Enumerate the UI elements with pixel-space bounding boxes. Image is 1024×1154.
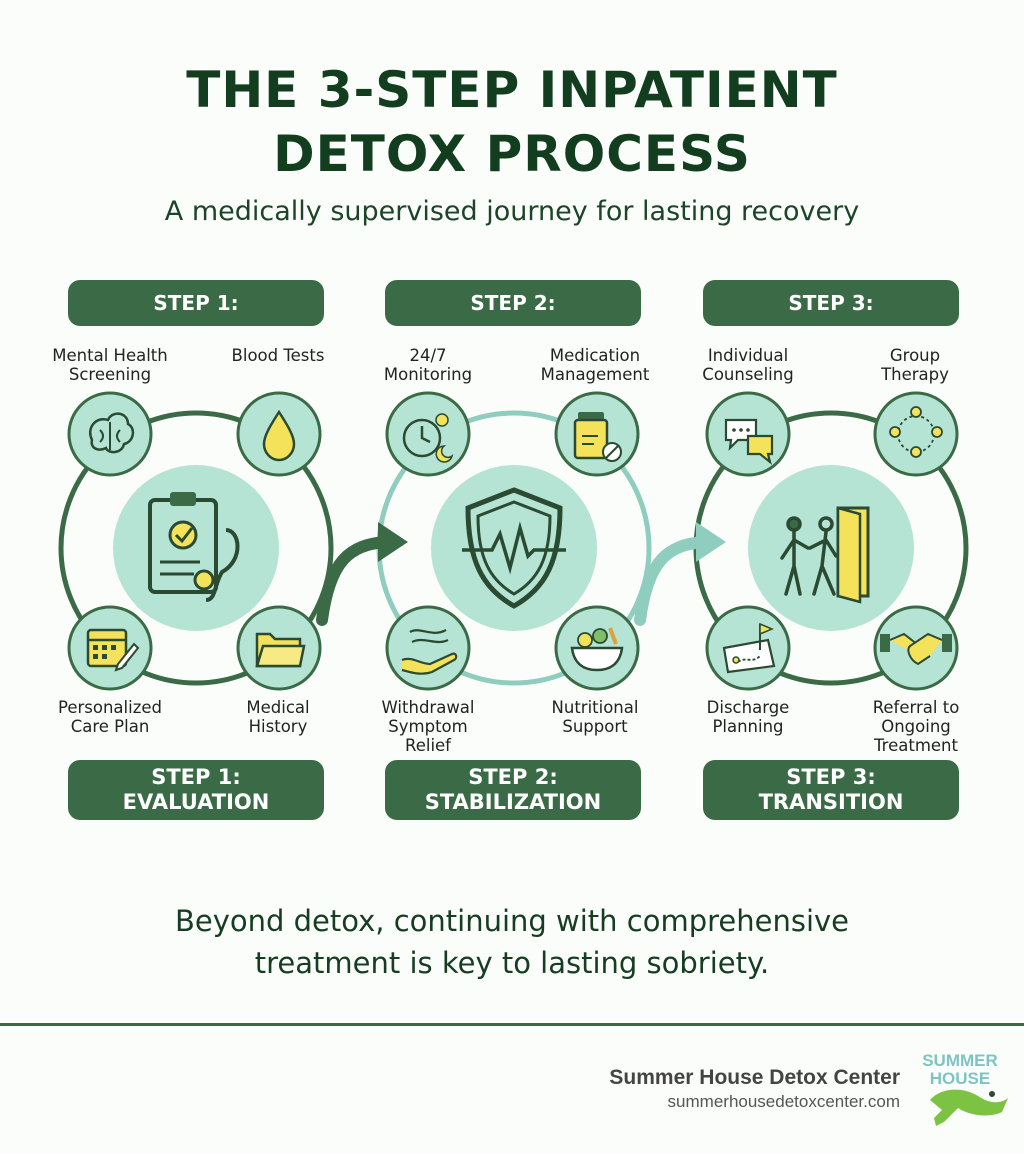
step-1-item-2-label: Blood Tests	[231, 346, 325, 365]
clock-sun-moon-icon	[385, 391, 471, 477]
step-1-item-1-label: Mental Health Screening	[52, 346, 168, 384]
page-title: THE 3-STEP INPATIENT DETOX PROCESS	[0, 58, 1024, 186]
title-line-2: DETOX PROCESS	[273, 125, 751, 183]
arrow-step-2-to-3	[634, 522, 726, 626]
step-1-footer-line-2: EVALUATION	[122, 790, 270, 814]
step-1-item-4-label: Medical History	[246, 698, 310, 736]
food-bowl-icon	[554, 605, 640, 691]
step-3-item-3-label: Discharge Planning	[706, 698, 790, 736]
step-1-footer-line-1: STEP 1:	[151, 765, 241, 789]
brand-name: Summer House Detox Center	[609, 1066, 900, 1089]
logo-text-line-2: HOUSE	[929, 1069, 991, 1088]
brand-url[interactable]: summerhousedetoxcenter.com	[667, 1092, 900, 1111]
step-3-item-1-label: Individual Counseling	[702, 346, 794, 384]
step-2-item-4-label: Nutritional Support	[551, 698, 639, 736]
frog-logo-icon	[930, 1089, 1008, 1126]
step-2-item-2-label: Medication Management	[540, 346, 650, 384]
handshake-icon	[873, 605, 959, 691]
folder-icon	[236, 605, 322, 691]
pill-bottle-icon	[554, 391, 640, 477]
step-2-footer-line-1: STEP 2:	[468, 765, 558, 789]
closing-line-1: Beyond detox, continuing with comprehens…	[174, 904, 850, 938]
people-door-icon	[780, 506, 870, 604]
logo-text-line-1: SUMMER	[922, 1051, 998, 1070]
step-3-item-4-label: Referral to Ongoing Treatment	[872, 698, 960, 755]
closing-line-2: treatment is key to lasting sobriety.	[254, 946, 770, 980]
clipboard-stethoscope-icon	[148, 492, 240, 602]
step-1-item-3-label: Personalized Care Plan	[57, 698, 162, 736]
summer-house-logo: SUMMER HOUSE	[915, 1050, 1005, 1130]
footer-divider	[0, 1023, 1024, 1026]
closing-statement: Beyond detox, continuing with comprehens…	[0, 900, 1024, 984]
brain-icon	[67, 391, 153, 477]
arrow-step-1-to-2	[316, 522, 408, 626]
step-1-footer: STEP 1: EVALUATION	[68, 760, 324, 820]
step-3-item-2-label: Group Therapy	[881, 346, 949, 384]
step-2-header: STEP 2:	[385, 280, 641, 326]
map-flag-icon	[705, 605, 791, 691]
calendar-pencil-icon	[67, 605, 153, 691]
step-2-item-1-label: 24/7 Monitoring	[383, 346, 473, 384]
shield-heartbeat-icon	[462, 487, 566, 609]
step-2-item-3-label: Withdrawal Symptom Relief	[381, 698, 475, 755]
step-3-header: STEP 3:	[703, 280, 959, 326]
step-1-header: STEP 1:	[68, 280, 324, 326]
blood-drop-icon	[236, 391, 322, 477]
step-3-footer: STEP 3: TRANSITION	[703, 760, 959, 820]
hand-breeze-icon	[385, 605, 471, 691]
step-2-footer-line-2: STABILIZATION	[424, 790, 602, 814]
page-subtitle: A medically supervised journey for lasti…	[164, 196, 860, 227]
step-1-ring	[58, 410, 334, 686]
step-2-footer: STEP 2: STABILIZATION	[385, 760, 641, 820]
title-line-1: THE 3-STEP INPATIENT	[186, 61, 838, 119]
step-3-footer-line-1: STEP 3:	[786, 765, 876, 789]
chat-bubbles-icon	[705, 391, 791, 477]
group-circle-icon	[873, 391, 959, 477]
step-3-footer-line-2: TRANSITION	[758, 790, 904, 814]
